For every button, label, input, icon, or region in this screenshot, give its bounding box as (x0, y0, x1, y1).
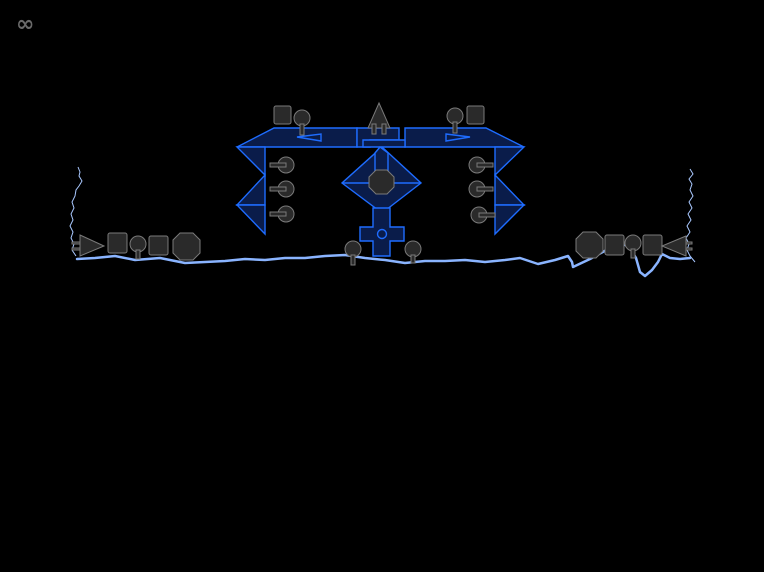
infinity-icon: ∞ (16, 12, 35, 37)
terrain-ground (75, 241, 692, 278)
lightning-bolt-icon (685, 168, 696, 263)
turret-icon[interactable] (575, 231, 693, 259)
lightning-bolt-icon (69, 166, 83, 257)
turret-icon[interactable] (269, 101, 496, 266)
turret-icon[interactable] (71, 232, 201, 261)
